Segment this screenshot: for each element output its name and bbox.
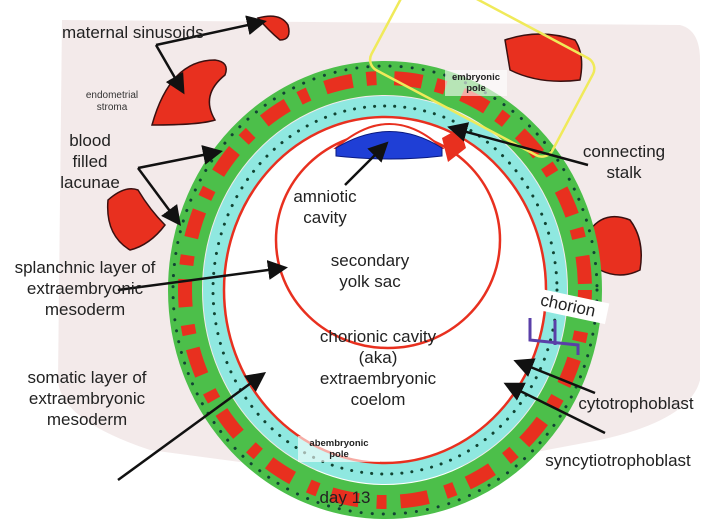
embryonic-pole-highlight <box>368 0 596 158</box>
label-splanchnic-layer: splanchnic layer of extraembryonic mesod… <box>14 258 156 319</box>
lacunae <box>178 71 592 509</box>
label-secondary-yolk-sac: secondary yolk sac <box>330 251 410 291</box>
cyto-dots <box>211 104 559 476</box>
syncytio-dots <box>171 64 599 516</box>
label-connecting-stalk: connecting stalk <box>582 142 666 182</box>
label-somatic-layer: somatic layer of extraembryonic mesoderm <box>27 368 147 429</box>
label-cytotrophoblast: cytotrophoblast <box>578 394 694 413</box>
yolk-sac <box>274 130 502 350</box>
epiblast-hypoblast <box>335 131 443 160</box>
chorion-bracket <box>528 318 580 355</box>
label-chorionic-cavity: chorionic cavity (aka) extraembryonic co… <box>319 327 437 409</box>
label-maternal-sinusoids: maternal sinusoids <box>62 23 204 42</box>
label-syncytiotrophoblast: syncytiotrophoblast <box>545 451 691 470</box>
label-embryonic-pole: embryonic pole <box>445 70 507 96</box>
label-amniotic-cavity: amniotic cavity <box>293 187 357 227</box>
label-blood-filled-lacunae: blood filled lacunae <box>60 131 120 192</box>
label-endometrial-stroma: endometrial stroma <box>85 90 139 113</box>
label-abembryonic-pole: abembryonic pole <box>298 436 380 462</box>
arrows <box>117 15 606 482</box>
diagram-title: day 13 <box>319 488 371 507</box>
